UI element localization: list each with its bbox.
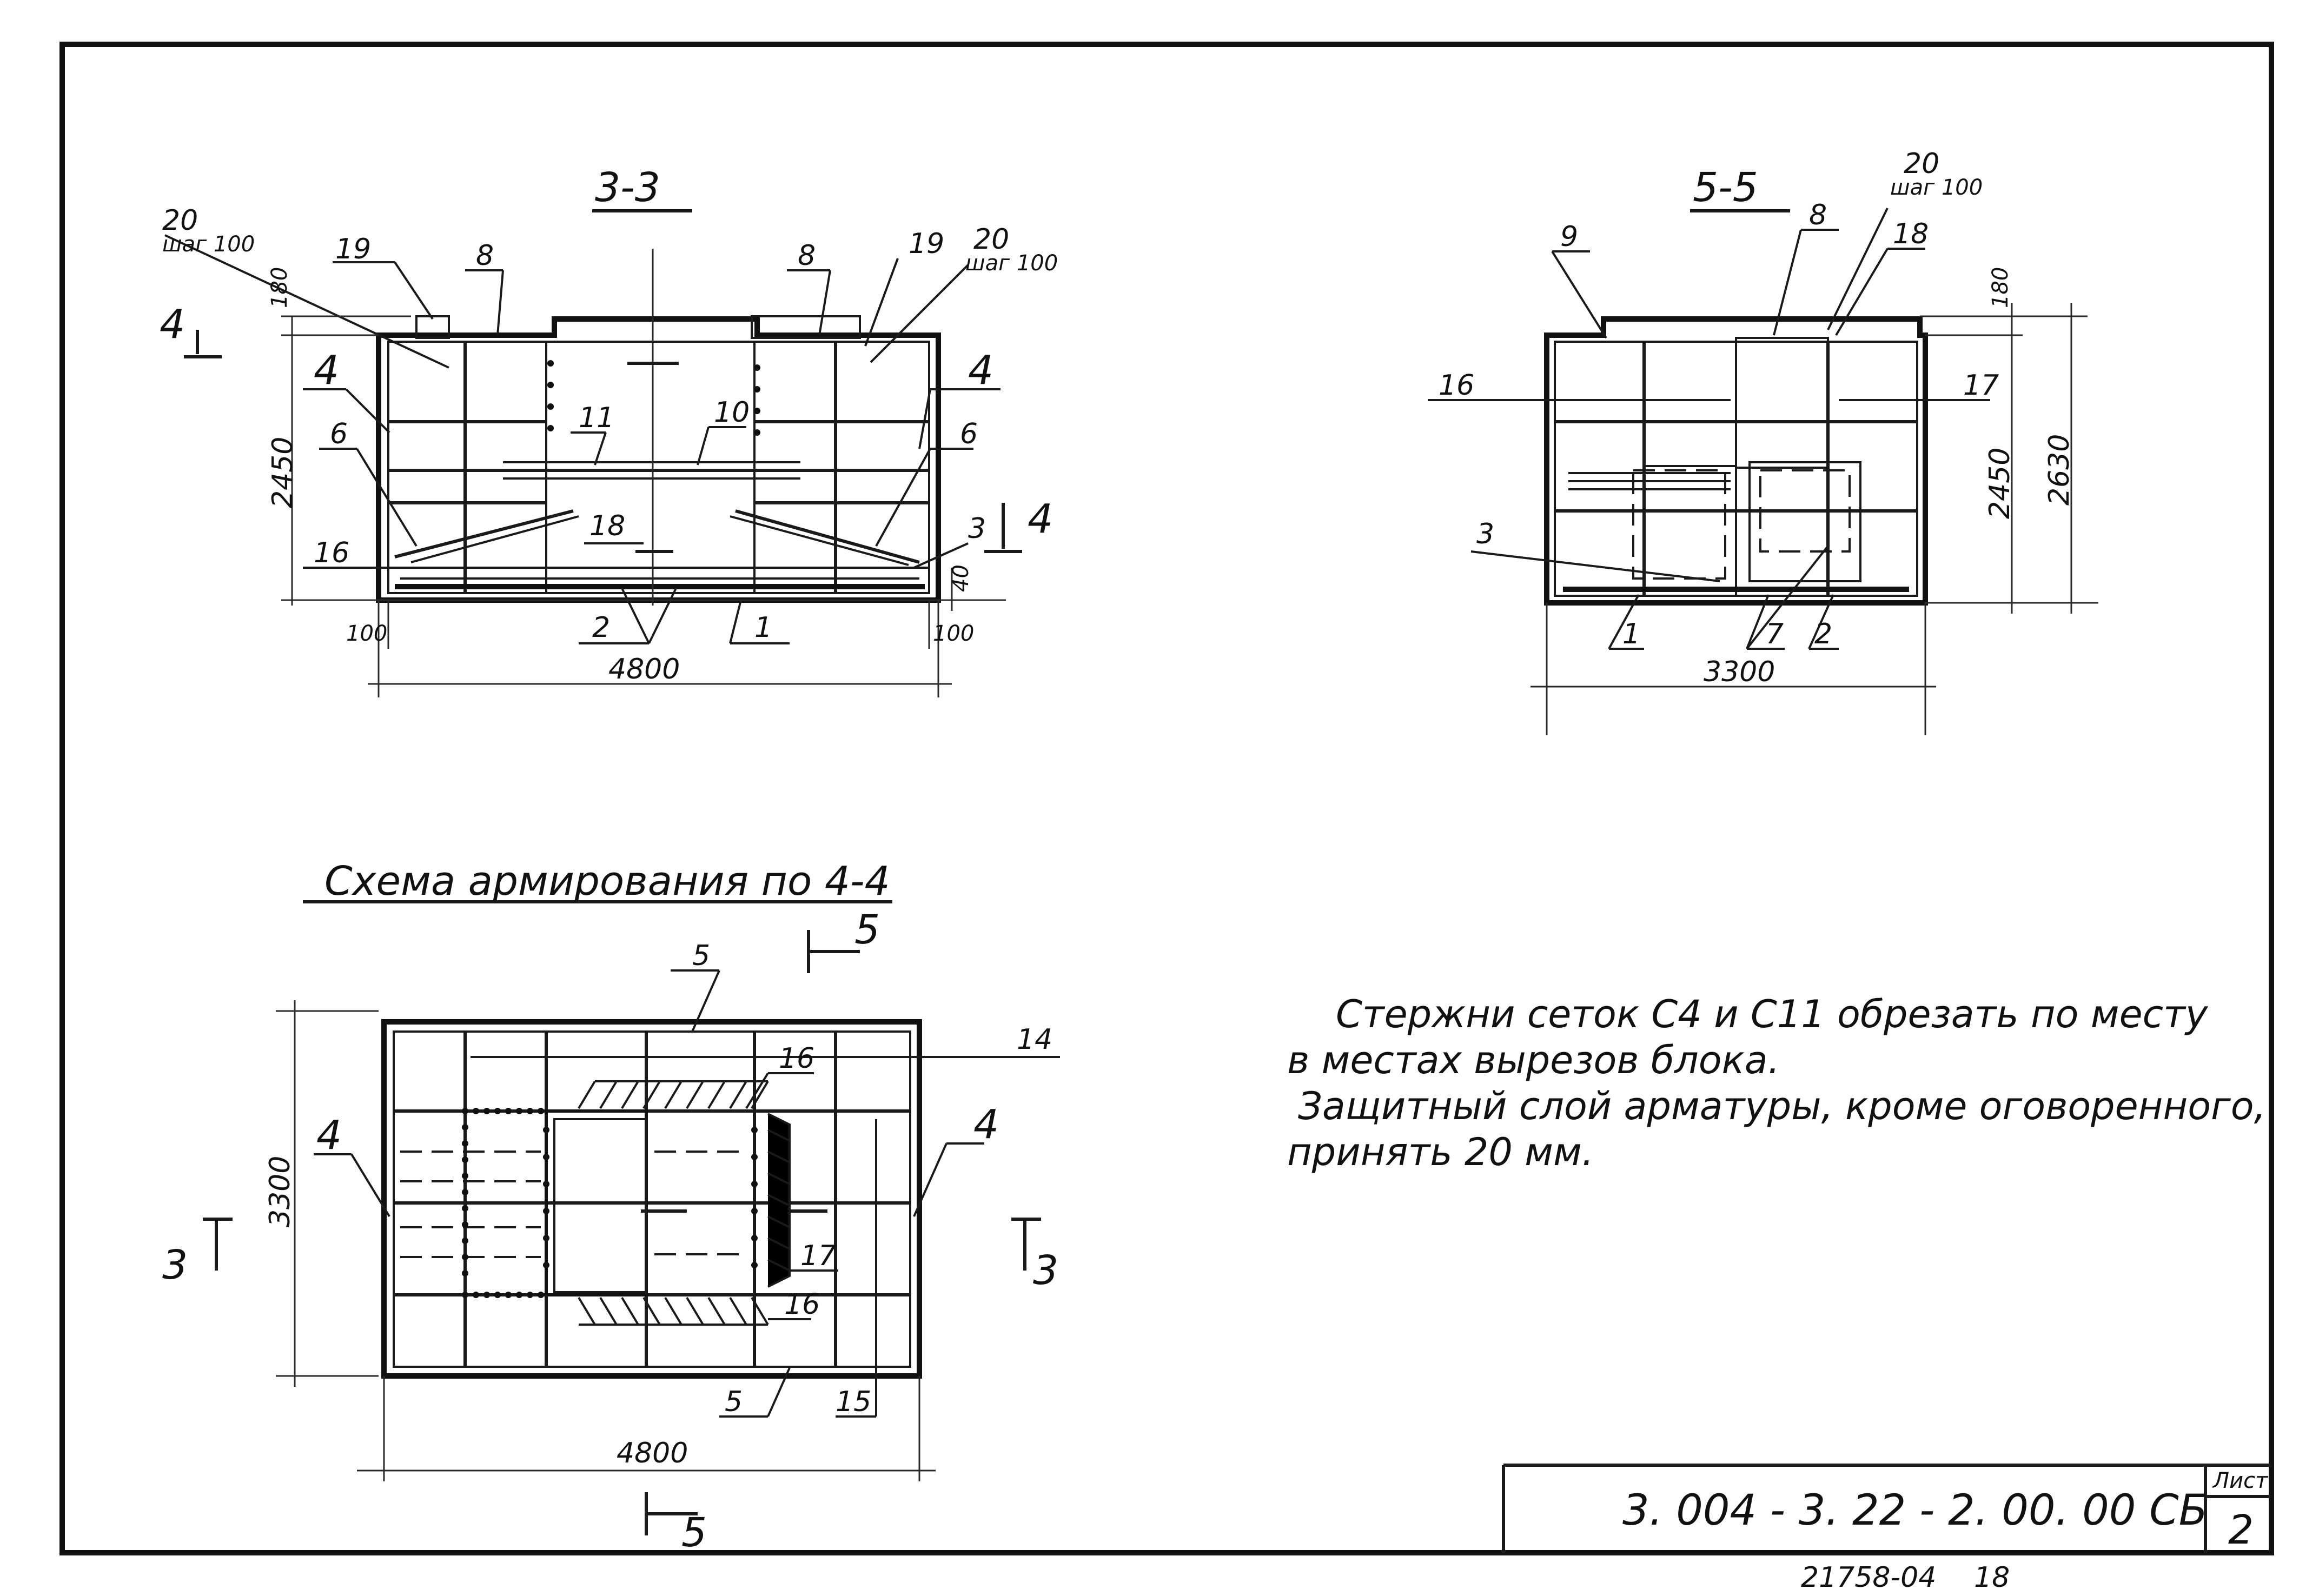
s33-mark-4b: 4 (968, 347, 993, 394)
section-5-5: 5-5 (1428, 148, 2098, 735)
s33-mark-4a: 4 (314, 347, 339, 394)
title-block: 3. 004 - 3. 22 - 2. 00. 00 СБ Лист 2 217… (1622, 1468, 2269, 1594)
plan-leaders (314, 969, 1060, 1418)
cut-mark-4-right: 4 (1028, 496, 1053, 542)
section-3-3-cut-marks: 4 4 (160, 301, 1053, 553)
plan-dim-3300: 3300 (264, 1156, 296, 1227)
s33-mark-2: 2 (592, 611, 610, 644)
plan-title: Схема армирования по 4-4 (324, 858, 890, 905)
plan-4-4: Схема армирования по 4-4 (162, 858, 1060, 1556)
s33-dim-100-left: 100 (346, 621, 387, 646)
s55-mark-18: 18 (1893, 218, 1929, 250)
cut-mark-4-left: 4 (160, 301, 185, 348)
note-line-4: принять 20 мм. (1287, 1130, 1594, 1174)
s33-mark-8b: 8 (798, 240, 816, 272)
plan-mark-16a: 16 (779, 1042, 814, 1075)
s55-mark-16: 16 (1439, 369, 1474, 402)
note-line-2: в местах вырезов блока. (1287, 1038, 1780, 1082)
s55-dim-2630: 2630 (2043, 434, 2076, 506)
notes: Стержни сеток С4 и С11 обрезать по месту… (1287, 992, 2266, 1174)
s33-mark-6a: 6 (330, 418, 348, 450)
section-3-3: 3-3 (160, 164, 1058, 697)
s55-mark-7: 7 (1766, 618, 1784, 650)
s55-mark-8: 8 (1809, 199, 1827, 231)
s33-callout-sub-right: шаг 100 (965, 251, 1058, 276)
sheet-number: 2 (2228, 1507, 2254, 1553)
section-3-3-title: 3-3 (595, 164, 660, 211)
s33-dim-2450: 2450 (267, 437, 299, 508)
s55-mark-17: 17 (1963, 369, 1999, 402)
s33-mark-19b: 19 (909, 228, 944, 260)
inventory-number: 21758-04 (1801, 1561, 1936, 1594)
plan-hatch-bottom (578, 1296, 769, 1326)
s33-callout-sub-left: шаг 100 (162, 232, 255, 257)
plan-mark-5a: 5 (692, 940, 710, 972)
s55-callout-20: 20 (1904, 148, 1939, 180)
plan-mark-16b: 16 (784, 1288, 820, 1321)
s33-mark-10: 10 (714, 396, 750, 429)
section-3-3-leaders (164, 234, 1001, 644)
s33-mark-6b: 6 (960, 418, 978, 450)
section-5-5-leaders (1428, 208, 1990, 650)
note-line-1: Стержни сеток С4 и С11 обрезать по месту (1336, 992, 2209, 1036)
s33-dim-40: 40 (949, 564, 973, 592)
cut-mark-5-top: 5 (854, 907, 880, 953)
sheet-frame (59, 42, 2274, 1555)
s33-mark-16: 16 (314, 537, 349, 569)
s33-mark-11: 11 (579, 402, 614, 434)
s33-callout-20-left: 20 (162, 204, 198, 237)
cut-mark-5-bottom: 5 (681, 1509, 707, 1556)
s55-dim-2450: 2450 (1984, 448, 2016, 519)
s55-callout-sub: шаг 100 (1890, 175, 1983, 200)
s55-mark-1: 1 (1622, 618, 1640, 650)
s55-mark-9: 9 (1560, 221, 1578, 253)
s33-dim-100-right: 100 (933, 621, 974, 646)
s33-mark-18: 18 (589, 510, 625, 542)
cut-mark-3-right: 3 (1033, 1247, 1058, 1294)
section-3-3-dimensions (281, 315, 1006, 697)
plan-mark-4a: 4 (316, 1112, 342, 1159)
s55-dim-180: 180 (1988, 267, 2013, 308)
s55-mark-2: 2 (1814, 618, 1832, 650)
section-5-5-dimensions (1531, 303, 2098, 735)
s33-mark-8a: 8 (476, 240, 494, 272)
sheet-label: Лист (2212, 1468, 2269, 1493)
s33-mark-19a: 19 (335, 233, 371, 265)
document-code: 3. 004 - 3. 22 - 2. 00. 00 СБ (1622, 1486, 2208, 1535)
s33-callout-20-right: 20 (973, 223, 1009, 256)
plan-cut-marks: 5 5 3 3 (162, 907, 1058, 1556)
plan-mark-14: 14 (1017, 1023, 1052, 1056)
s33-dim-4800: 4800 (608, 653, 680, 686)
plan-hatch-right (767, 1113, 791, 1288)
s33-mark-3: 3 (968, 513, 986, 545)
s55-mark-3: 3 (1476, 518, 1494, 550)
plan-dimensions (276, 1000, 936, 1481)
s33-dim-180: 180 (267, 267, 292, 308)
plan-bar-dots (462, 1108, 758, 1298)
cut-mark-3-left: 3 (162, 1242, 188, 1288)
plan-mark-5b: 5 (725, 1386, 743, 1418)
plan-mark-17: 17 (800, 1240, 836, 1272)
plan-mark-15: 15 (836, 1386, 871, 1418)
page-number: 18 (1974, 1561, 2010, 1594)
plan-hatch-top (578, 1080, 769, 1109)
s33-mark-1: 1 (754, 611, 772, 644)
plan-mark-4b: 4 (973, 1101, 999, 1148)
section-3-3-bar-dots (547, 360, 760, 436)
plan-dim-4800: 4800 (617, 1437, 688, 1469)
note-line-3: Защитный слой арматуры, кроме оговоренно… (1298, 1084, 2266, 1128)
section-5-5-title: 5-5 (1693, 164, 1758, 211)
s55-dim-3300: 3300 (1704, 656, 1775, 688)
